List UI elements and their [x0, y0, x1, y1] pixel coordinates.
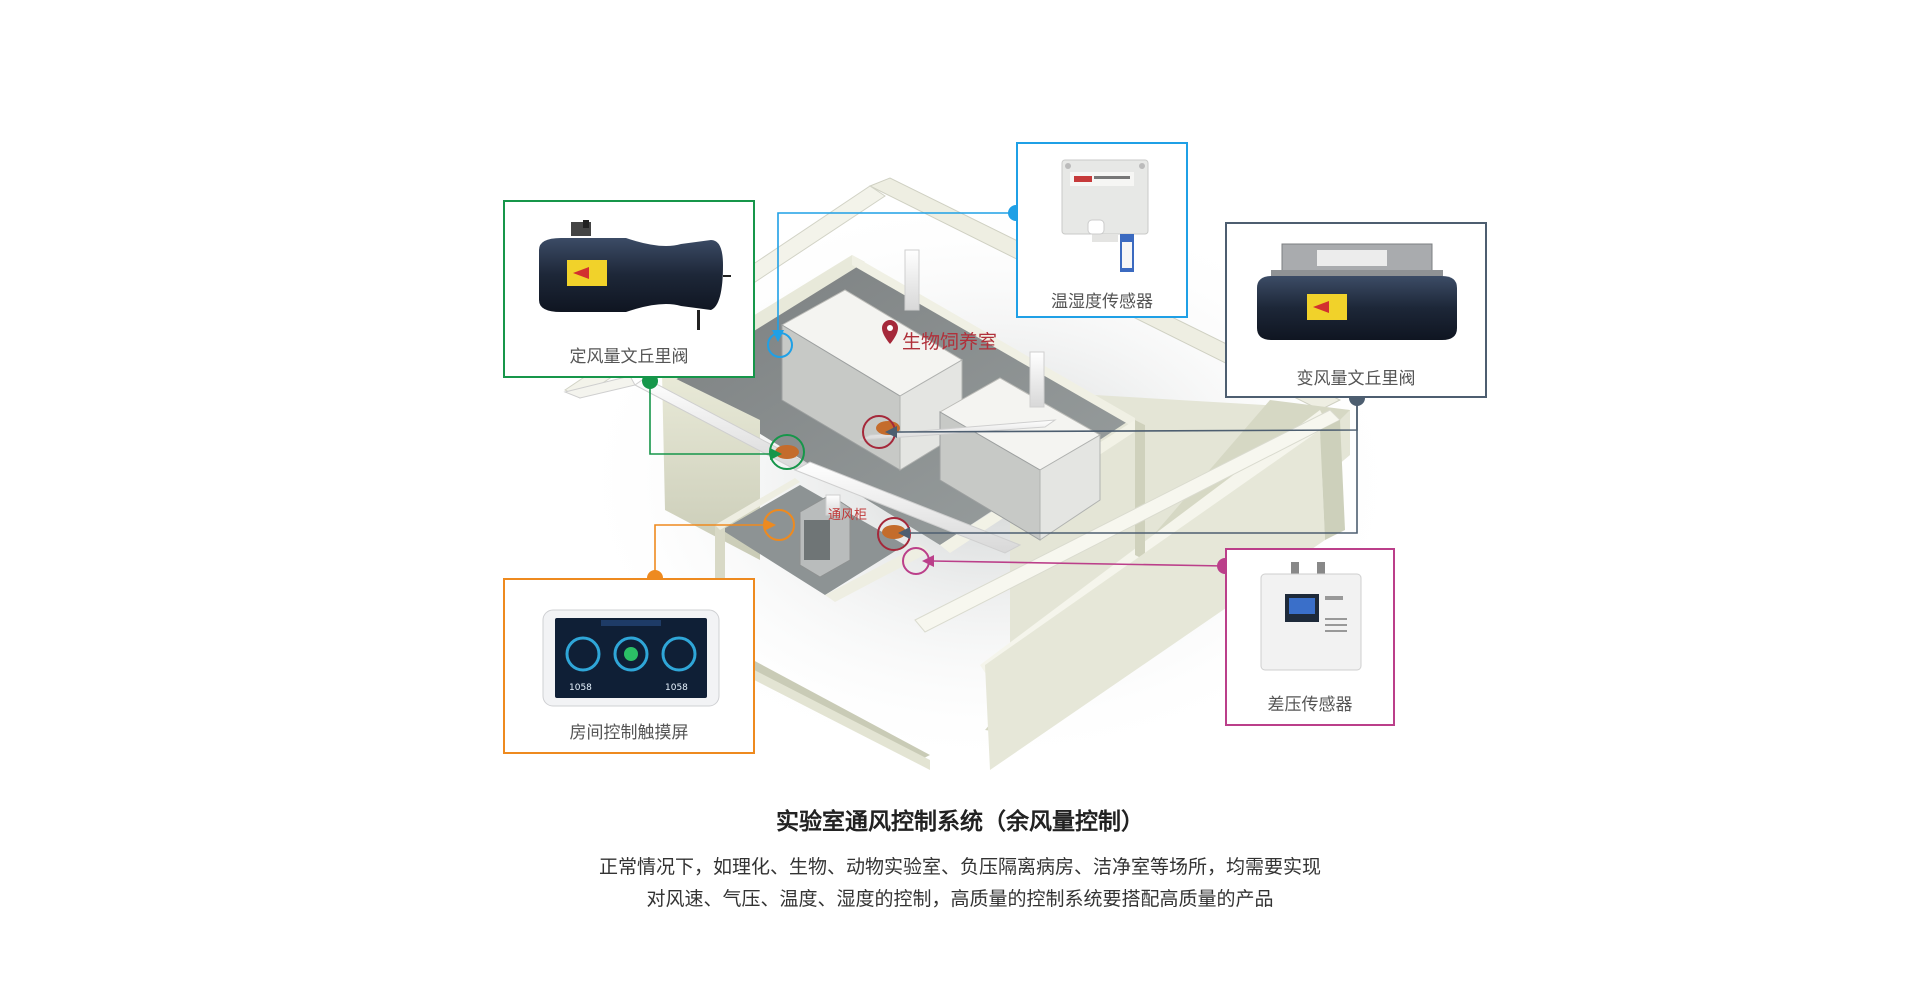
screen-readout-2: 1058 — [665, 683, 688, 693]
cav-valve-caption: 定风量文丘里阀 — [569, 347, 689, 367]
lower-wall — [985, 430, 1325, 770]
card-touch-screen: 1058 1058 房间控制触摸屏 — [503, 578, 755, 754]
card-pressure-sensor: 差压传感器 — [1225, 548, 1395, 726]
pressure-sensor-caption: 差压传感器 — [1267, 695, 1353, 715]
vav-valve-caption: 变风量文丘里阀 — [1296, 369, 1416, 389]
cage-rack-right — [938, 377, 1102, 541]
description-line-2: 对风速、气压、温度、湿度的控制，高质量的控制系统要搭配高质量的产品 — [646, 888, 1274, 910]
touch-screen-image — [542, 609, 720, 707]
temp-sensor-image — [1061, 159, 1149, 272]
connectors — [649, 212, 1358, 578]
description-line-1: 正常情况下，如理化、生物、动物实验室、负压隔离病房、洁净室等场所，均需要实现 — [598, 856, 1321, 878]
pressure-sensor-image — [1260, 562, 1362, 671]
duct-pipes — [563, 249, 1057, 554]
hood-label: 通风柜 — [828, 508, 868, 523]
card-temp-humidity-sensor: 温湿度传感器 — [1016, 142, 1188, 318]
diagram-title: 实验室通风控制系统（余风量控制） — [776, 809, 1144, 835]
cage-rack-left — [781, 289, 963, 471]
card-vav-valve: 变风量文丘里阀 — [1225, 222, 1487, 398]
cav-valve-image — [539, 220, 731, 330]
vav-valve-image — [1257, 243, 1457, 340]
screen-readout-1: 1058 — [569, 683, 592, 693]
temp-sensor-caption: 温湿度传感器 — [1051, 292, 1153, 312]
location-pin-icon — [882, 320, 898, 344]
room-label: 生物饲养室 — [902, 331, 998, 353]
touch-screen-caption: 房间控制触摸屏 — [569, 723, 689, 743]
card-cav-valve: 定风量文丘里阀 — [503, 200, 755, 378]
